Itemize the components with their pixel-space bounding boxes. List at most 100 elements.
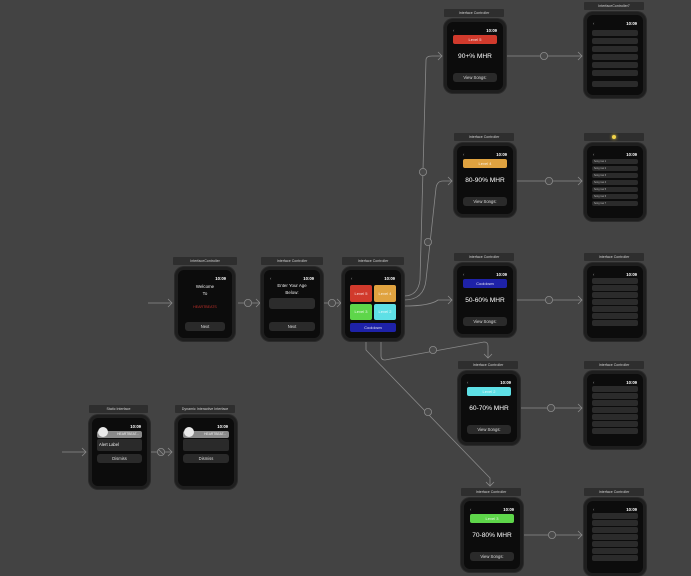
- song-row[interactable]: [592, 400, 638, 406]
- view-songs-button[interactable]: View Songs:: [463, 197, 507, 206]
- song-row[interactable]: [592, 38, 638, 44]
- back-chevron-icon[interactable]: ‹: [470, 507, 472, 512]
- scene-songs-4[interactable]: Interface Controller ‹ 10:09: [584, 361, 646, 451]
- song-row[interactable]: [592, 541, 638, 547]
- scene-title: Interface Controller: [461, 488, 521, 496]
- song-row[interactable]: [592, 30, 638, 36]
- scene-hr-level3[interactable]: Interface Controller ‹10:09 Level 3 70-8…: [461, 488, 523, 573]
- dismiss-button[interactable]: Dismiss: [97, 454, 142, 463]
- back-chevron-icon[interactable]: ‹: [467, 380, 469, 385]
- scene-songs-3[interactable]: Interface Controller ‹10:09: [584, 253, 646, 343]
- scene-title: Interface Controller: [454, 133, 514, 141]
- back-chevron-icon[interactable]: ‹: [463, 272, 465, 277]
- song-row[interactable]: Song row 3: [592, 173, 638, 178]
- song-row[interactable]: [592, 534, 638, 540]
- back-chevron-icon[interactable]: ‹: [593, 380, 595, 385]
- watch-frame: ‹ 10:09: [584, 371, 646, 449]
- scene-songs-1[interactable]: InterfaceController7 ‹10:09: [584, 2, 646, 98]
- level5-button[interactable]: Level 5: [350, 285, 372, 302]
- scene-static-notification[interactable]: Static Interface 10:09 HEARTBEAT... Aler…: [89, 405, 150, 490]
- song-row[interactable]: [592, 407, 638, 413]
- song-row[interactable]: Song row 2: [592, 166, 638, 171]
- song-row[interactable]: [592, 306, 638, 312]
- mhr-label: 90+% MHR: [458, 53, 492, 60]
- scene-title: Interface Controller: [342, 257, 404, 265]
- watch-frame: ‹10:09 Song row 1 Song row 2 Song row 3 …: [584, 143, 646, 221]
- song-row[interactable]: [592, 555, 638, 561]
- song-row[interactable]: [592, 320, 638, 326]
- scene-title: [584, 133, 644, 141]
- mhr-label: 60-70% MHR: [469, 405, 509, 412]
- cooldown-button[interactable]: Cooldown: [350, 323, 396, 332]
- view-songs-button[interactable]: View Songs:: [463, 317, 507, 326]
- song-row[interactable]: [592, 393, 638, 399]
- dismiss-button[interactable]: Dismiss: [183, 454, 229, 463]
- back-chevron-icon[interactable]: ‹: [270, 276, 272, 281]
- level2-button[interactable]: Level 2: [374, 304, 396, 320]
- scene-title: Interface Controller: [584, 488, 644, 496]
- song-row[interactable]: [592, 513, 638, 519]
- back-chevron-icon[interactable]: ‹: [593, 152, 595, 157]
- song-row[interactable]: [592, 54, 638, 60]
- back-chevron-icon[interactable]: ‹: [593, 21, 595, 26]
- scene-age[interactable]: Interface Controller ‹10:09 Enter Your A…: [261, 257, 323, 342]
- level-badge: Level 2: [467, 387, 511, 396]
- status-time: 10:09: [496, 152, 507, 157]
- song-row[interactable]: [592, 278, 638, 284]
- song-row[interactable]: [592, 414, 638, 420]
- song-row[interactable]: [592, 527, 638, 533]
- scene-songs-5[interactable]: Interface Controller ‹10:09: [584, 488, 646, 576]
- scene-songs-2[interactable]: ‹10:09 Song row 1 Song row 2 Song row 3 …: [584, 133, 646, 223]
- song-row[interactable]: [592, 313, 638, 319]
- alert-label: Alert Label: [97, 439, 142, 451]
- song-row[interactable]: Song row 4: [592, 180, 638, 185]
- song-row[interactable]: [592, 520, 638, 526]
- song-row[interactable]: [592, 46, 638, 52]
- song-row[interactable]: Song row 1: [592, 159, 638, 164]
- scene-title: Interface Controller: [454, 253, 514, 261]
- song-row[interactable]: [592, 292, 638, 298]
- song-row[interactable]: [592, 62, 638, 68]
- scene-hr-level5[interactable]: Interface Controller ‹10:09 Level 5 90+%…: [444, 9, 506, 94]
- scene-title: Interface Controller: [584, 361, 644, 369]
- song-row[interactable]: [592, 299, 638, 305]
- watch-frame: ‹10:09 Level 5 90+% MHR View Songs:: [444, 19, 506, 93]
- back-chevron-icon[interactable]: ‹: [593, 272, 595, 277]
- scene-hr-level2[interactable]: Interface Controller ‹10:09 Level 2 60-7…: [458, 361, 520, 446]
- scene-welcome[interactable]: InterfaceController 10:09 Welcome To HEA…: [173, 257, 237, 342]
- song-row[interactable]: Song row 6: [592, 194, 638, 199]
- back-chevron-icon[interactable]: ‹: [351, 276, 353, 281]
- scene-title: Interface Controller: [261, 257, 323, 265]
- song-row[interactable]: [592, 285, 638, 291]
- scene-hr-cooldown[interactable]: Interface Controller ‹10:09 Cooldown 50-…: [454, 253, 516, 338]
- segue-node: [243, 298, 252, 307]
- back-chevron-icon[interactable]: ‹: [463, 152, 465, 157]
- status-time: 10:09: [503, 507, 514, 512]
- next-button[interactable]: Next: [269, 322, 315, 331]
- watch-frame: ‹10:09 Level 5 Level 4 Level 3 Level 2 C…: [342, 267, 404, 341]
- scene-hr-level4[interactable]: Interface Controller ‹10:09 Level 4 80-9…: [454, 133, 516, 218]
- back-chevron-icon[interactable]: ‹: [453, 28, 455, 33]
- song-row[interactable]: [592, 428, 638, 434]
- view-songs-button[interactable]: View Songs:: [470, 552, 514, 561]
- level3-button[interactable]: Level 3: [350, 304, 372, 320]
- age-input[interactable]: [269, 298, 315, 309]
- level4-button[interactable]: Level 4: [374, 285, 396, 302]
- watch-frame: ‹10:09 Level 4 80-90% MHR View Songs:: [454, 143, 516, 217]
- scene-dynamic-notification[interactable]: Dynamic Interactive Interface 10:09 HEAR…: [175, 405, 237, 490]
- song-row[interactable]: [592, 421, 638, 427]
- scene-title: Dynamic Interactive Interface: [175, 405, 235, 413]
- back-chevron-icon[interactable]: ‹: [593, 507, 595, 512]
- scene-levels[interactable]: Interface Controller ‹10:09 Level 5 Leve…: [342, 257, 404, 342]
- status-time: 10:09: [626, 380, 637, 385]
- song-row[interactable]: [592, 548, 638, 554]
- song-row[interactable]: [592, 386, 638, 392]
- song-row[interactable]: [592, 70, 638, 76]
- view-songs-button[interactable]: View Songs:: [467, 425, 511, 434]
- scene-title: Interface Controller: [444, 9, 504, 17]
- song-row[interactable]: Song row 7: [592, 201, 638, 206]
- view-songs-button[interactable]: View Songs:: [453, 73, 497, 82]
- song-row[interactable]: [592, 81, 638, 87]
- next-button[interactable]: Next: [185, 322, 225, 331]
- song-row[interactable]: Song row 5: [592, 187, 638, 192]
